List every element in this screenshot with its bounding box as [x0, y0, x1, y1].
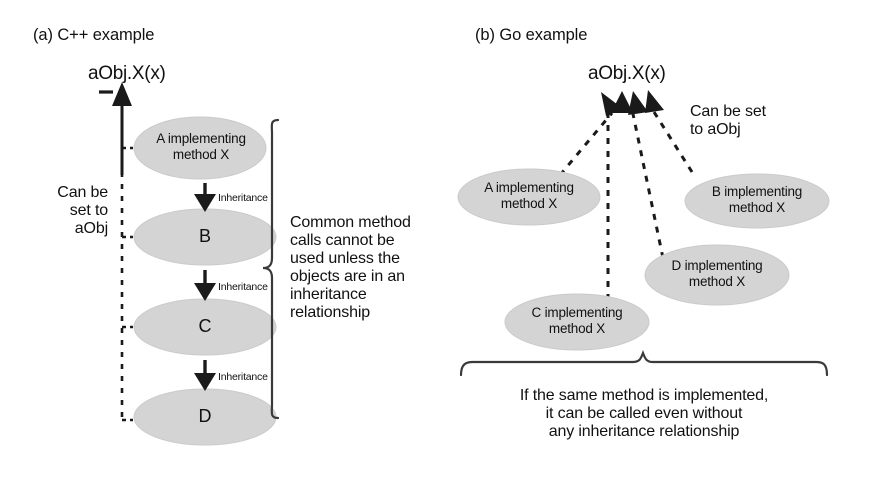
panel-a-brace-note: Common method calls cannot be used unles…	[290, 214, 411, 321]
panel-b-brace	[459, 350, 829, 377]
panel-a-side-note: Can be set to aObj	[57, 184, 108, 237]
node-label-b-C: C implementing method X	[531, 305, 623, 337]
panel-b-arrow-from-D	[628, 91, 665, 259]
node-label-b-A: A implementing method X	[484, 180, 574, 212]
node-label-a-A: A implementing method X	[156, 131, 246, 163]
panel-b-title: (b) Go example	[475, 26, 588, 44]
node-ellipse-a-A	[133, 116, 267, 180]
panel-b-arrow-from-B	[645, 90, 694, 173]
inheritance-arrow-a-2	[194, 270, 216, 301]
node-ellipse-b-C	[504, 293, 650, 351]
node-label-a-C: C	[198, 316, 212, 336]
panel-a-call-arrow	[99, 82, 132, 175]
node-ellipse-b-A	[457, 168, 601, 226]
inheritance-label-a-1: Inheritance	[218, 192, 268, 204]
panel-a-dashed-connector	[120, 100, 133, 422]
node-label-a-D: D	[198, 406, 212, 426]
panel-b-arrow-from-C	[606, 91, 633, 300]
node-label-b-D: D implementing method X	[671, 258, 763, 290]
inheritance-label-a-3: Inheritance	[218, 371, 268, 383]
inheritance-label-a-2: Inheritance	[218, 281, 268, 293]
panel-a-title: (a) C++ example	[33, 26, 155, 44]
node-ellipse-b-B	[684, 173, 830, 229]
inheritance-arrow-a-1	[194, 183, 216, 212]
inheritance-arrow-a-3	[194, 360, 216, 391]
panel-b-brace-note: If the same method is implemented, it ca…	[519, 387, 769, 440]
node-label-b-B: B implementing method X	[711, 184, 803, 216]
panel-b-call-expression: aObj.X(x)	[588, 63, 666, 84]
node-label-a-B: B	[198, 226, 211, 246]
panel-b-arrow-from-A	[558, 92, 622, 176]
panel-b-side-note: Can be set to aObj	[690, 103, 766, 138]
node-ellipse-b-D	[644, 244, 790, 306]
panel-a-brace	[262, 118, 280, 420]
panel-a-call-expression: aObj.X(x)	[88, 63, 166, 84]
